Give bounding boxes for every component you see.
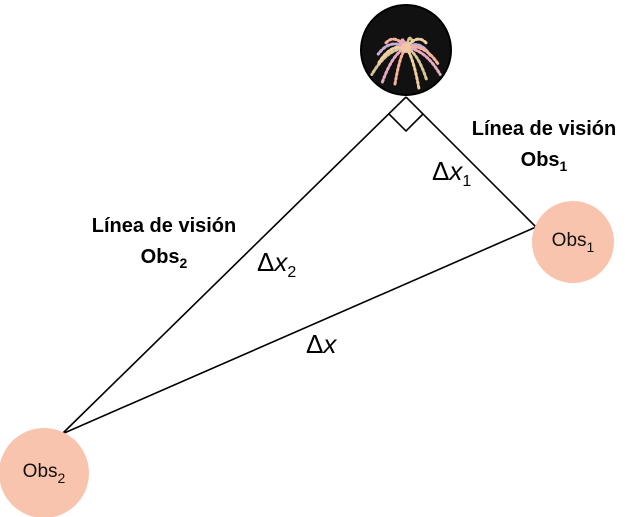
sight-line-obs1-label: Línea de visión Obs1 xyxy=(471,118,617,174)
delta-x-label: Δx xyxy=(306,329,337,359)
baseline-delta-x xyxy=(61,226,537,435)
sight-line-obs2 xyxy=(61,96,407,435)
right-angle-marker xyxy=(388,113,424,133)
sight-line-obs1 xyxy=(405,96,537,228)
observer-2-node: Obs2 xyxy=(0,428,89,517)
firework-icon xyxy=(360,4,452,96)
observer-1-label: Obs1 xyxy=(551,229,595,255)
delta-x1-label: Δx1 xyxy=(432,156,472,190)
observer-1-node: Obs1 xyxy=(532,201,614,283)
observer-2-label: Obs2 xyxy=(22,460,66,486)
delta-x2-label: Δx2 xyxy=(257,247,297,281)
firework-core xyxy=(401,43,411,53)
sight-line-obs2-label: Línea de visión Obs2 xyxy=(91,215,237,271)
